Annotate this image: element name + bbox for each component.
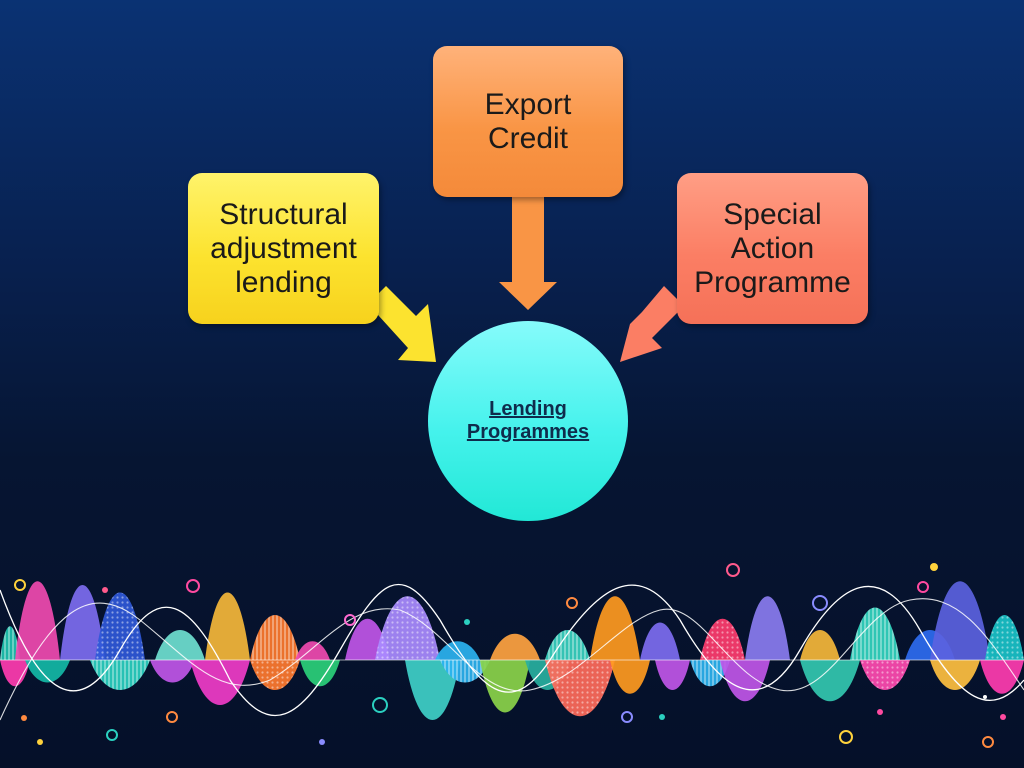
decorative-bubble [930, 563, 938, 571]
decorative-bubble [877, 709, 883, 715]
wave-lobe [15, 581, 60, 660]
arrow-export-to-center [499, 197, 557, 310]
wave-lobe [490, 633, 540, 660]
decorative-bubble [726, 563, 740, 577]
wave-lobe [150, 660, 195, 683]
lending-programmes-hub: Lending Programmes [428, 321, 628, 521]
wave-lobe [480, 660, 530, 713]
decorative-bubble [464, 619, 470, 625]
wave-lobe [745, 596, 790, 660]
wave-lobe [205, 592, 250, 660]
decorative-bubble [1000, 714, 1006, 720]
structural-adjustment-node: Structural adjustment lending [188, 173, 379, 324]
wave-lobe [0, 660, 30, 687]
arrow-structural-to-center [368, 286, 436, 362]
wave-texture [860, 660, 910, 690]
decorative-bubble [983, 695, 987, 699]
decorative-bubble [982, 736, 994, 748]
wave-lobe [655, 660, 690, 690]
wave-texture [545, 630, 590, 660]
decorative-bubble [166, 711, 178, 723]
decorative-bubble [812, 595, 828, 611]
wave-texture [0, 626, 20, 660]
wave-lobe [930, 660, 980, 690]
wave-lobe [720, 660, 770, 702]
decorative-bubble [186, 579, 200, 593]
wave-lobe [435, 641, 480, 660]
decorative-bubble [319, 739, 325, 745]
wave-texture [95, 592, 145, 660]
arrow-special-to-center [620, 286, 684, 362]
wave-texture [375, 596, 440, 660]
wave-texture [700, 618, 745, 660]
decorative-bubble [659, 714, 665, 720]
decorative-bubble [917, 581, 929, 593]
wave-lobe [640, 622, 680, 660]
wave-texture [850, 607, 900, 660]
wave-lobe [980, 660, 1024, 694]
wave-texture [90, 660, 150, 690]
decorative-bubble [21, 715, 27, 721]
wave-texture [250, 615, 300, 660]
decorative-bubble [37, 739, 43, 745]
decorative-bubble [839, 730, 853, 744]
wave-lobe [190, 660, 250, 705]
wave-texture [440, 660, 490, 683]
wave-lobe [610, 660, 650, 694]
wave-texture [690, 660, 730, 687]
wave-lobe [590, 596, 640, 660]
wave-lobe [405, 660, 460, 720]
wave-lobe [800, 660, 860, 702]
wave-texture [545, 660, 615, 717]
decorative-bubble [102, 587, 108, 593]
decorative-bubble [106, 729, 118, 741]
decorative-bubble [621, 711, 633, 723]
wave-lobe [930, 581, 990, 660]
white-line-wave [0, 583, 1024, 717]
export-credit-node: Export Credit [433, 46, 623, 197]
decorative-bubble [372, 697, 388, 713]
decorative-bubble [14, 579, 26, 591]
wave-lobe [155, 630, 205, 660]
decorative-bubble [566, 597, 578, 609]
decorative-bubble [344, 614, 356, 626]
special-action-node: Special Action Programme [677, 173, 868, 324]
white-line-wave-2 [0, 598, 1024, 721]
wave-lobe [800, 630, 840, 660]
